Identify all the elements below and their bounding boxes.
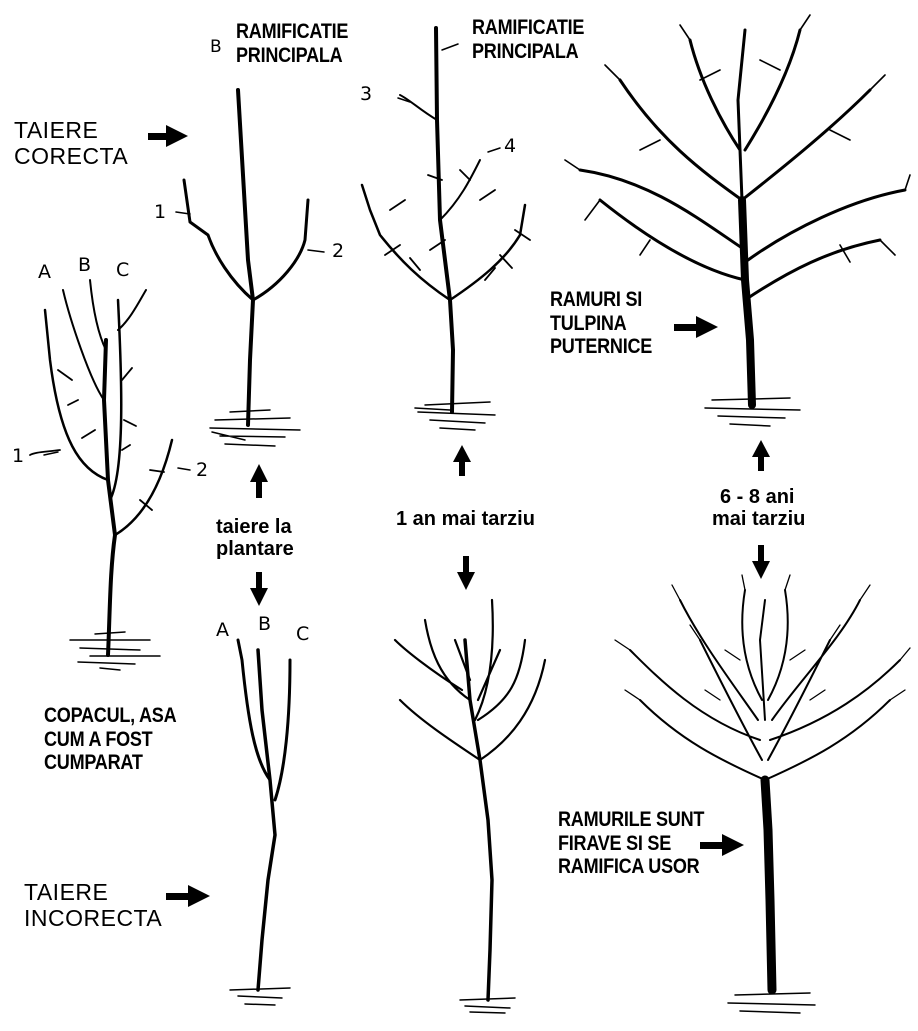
label-copacul-cumparat: COPACUL, ASA CUM A FOST CUMPARAT bbox=[44, 704, 176, 775]
arrow-taiere-incorecta bbox=[166, 885, 210, 907]
label-ramificatie-principala-2: RAMIFICATIE PRINCIPALA bbox=[472, 16, 584, 63]
arrow-down-year bbox=[457, 556, 475, 590]
arrow-ramurile-sunt bbox=[700, 834, 744, 856]
arrow-up-year bbox=[453, 445, 471, 476]
marker-correct-year-4: 4 bbox=[504, 136, 516, 157]
arrow-ramuri-tulpina bbox=[674, 316, 718, 338]
marker-incorrect-a: A bbox=[216, 620, 229, 641]
label-un-an-mai-tarziu: 1 an mai tarziu bbox=[396, 508, 535, 530]
tree-correct-planting bbox=[184, 90, 308, 446]
marker-correct-b: B bbox=[210, 38, 222, 57]
marker-bought-a: A bbox=[38, 262, 51, 283]
tree-incorrect-year bbox=[395, 600, 545, 1013]
marker-correct-1: 1 bbox=[154, 202, 166, 223]
arrow-up-planting bbox=[250, 464, 268, 498]
label-taiere-la-plantare: taiere la plantare bbox=[216, 516, 294, 561]
tree-incorrect-mature bbox=[615, 575, 910, 1013]
tree-incorrect-planting bbox=[230, 640, 290, 1005]
tree-as-bought bbox=[30, 280, 172, 670]
arrow-taiere-corecta bbox=[148, 125, 188, 147]
marker-incorrect-b: B bbox=[258, 614, 271, 635]
arrow-down-planting bbox=[250, 572, 268, 606]
marker-incorrect-c: C bbox=[296, 624, 309, 645]
label-ramurile-sunt: RAMURILE SUNT FIRAVE SI SE RAMIFICA USOR bbox=[558, 808, 704, 879]
label-taiere-corecta: TAIERE CORECTA bbox=[14, 118, 128, 170]
label-ramuri-tulpina: RAMURI SI TULPINA PUTERNICE bbox=[550, 288, 652, 359]
marker-bought-c: C bbox=[116, 260, 129, 281]
tree-correct-mature bbox=[565, 15, 910, 426]
marker-correct-year-3: 3 bbox=[360, 84, 372, 105]
label-ani-mai-tarziu: 6 - 8 ani mai tarziu bbox=[712, 486, 805, 531]
marker-bought-1: 1 bbox=[12, 446, 24, 467]
marker-bought-b: B bbox=[78, 255, 91, 276]
arrow-down-mature bbox=[752, 545, 770, 579]
marker-bought-2: 2 bbox=[196, 460, 208, 481]
arrow-up-mature bbox=[752, 440, 770, 471]
tree-correct-year bbox=[362, 28, 530, 430]
marker-correct-2: 2 bbox=[332, 241, 344, 262]
label-ramificatie-principala-1: RAMIFICATIE PRINCIPALA bbox=[236, 20, 348, 67]
label-taiere-incorecta: TAIERE INCORECTA bbox=[24, 880, 162, 932]
